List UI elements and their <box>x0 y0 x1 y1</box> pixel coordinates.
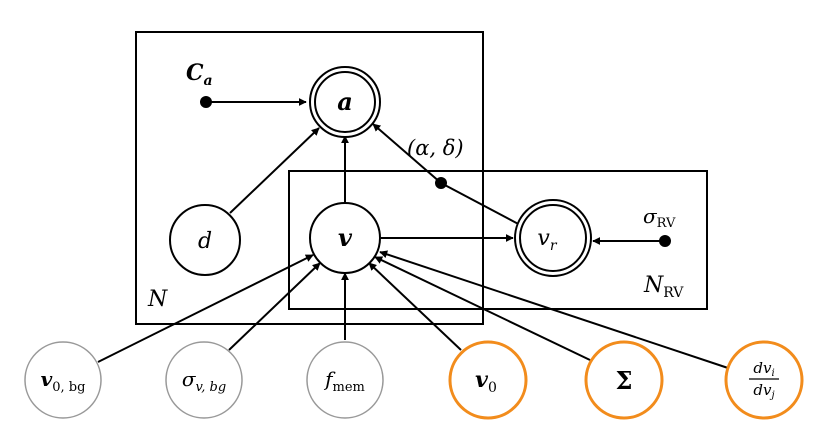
edge-alphadelta-vr <box>440 182 525 228</box>
node-fmem: fmem <box>306 341 384 419</box>
node-a: a <box>309 66 381 138</box>
node-sigvbg: σv, bg <box>165 341 243 419</box>
node-v0bg: v0, bg <box>24 341 102 419</box>
node-vr-label: vr <box>537 226 557 254</box>
plate-outer <box>135 31 484 325</box>
node-sigvbg-label: σv, bg <box>182 367 226 395</box>
node-v0-label: v0 <box>475 367 497 396</box>
node-v: v <box>309 202 381 274</box>
edge-d-a <box>229 127 320 214</box>
node-Sigma-label: Σ <box>616 366 633 395</box>
node-v0bg-label: v0, bg <box>41 367 86 395</box>
node-Sigma: Σ <box>584 340 664 420</box>
fixed-param-sigRV-label: σRV <box>643 204 676 231</box>
edge-sigvbg-v <box>228 262 321 351</box>
node-d-label: d <box>198 229 212 254</box>
node-v0: v0 <box>448 340 528 420</box>
node-v-label: v <box>338 223 353 252</box>
node-dvdv-denominator: dvj <box>753 381 774 401</box>
node-a-label: a <box>337 87 353 116</box>
edge-v0bg-v <box>97 254 314 363</box>
plate-inner-label: NRV <box>643 273 684 301</box>
edge-v0-v <box>368 262 462 351</box>
fixed-param-alphadelta-dot <box>435 177 447 189</box>
plate-inner <box>288 170 708 310</box>
edge-dvdv-v <box>379 250 729 369</box>
edge-Sigma-v <box>374 256 591 361</box>
fixed-param-Ca-dot <box>200 96 212 108</box>
fixed-param-Ca-label: Ca <box>186 60 213 89</box>
fixed-param-sigRV-dot <box>659 235 671 247</box>
node-dvdv-numerator: dvi <box>753 359 774 379</box>
node-d: d <box>169 204 241 276</box>
fixed-param-alphadelta-label: (α, δ) <box>407 136 464 160</box>
edge-alphadelta-a <box>372 123 442 184</box>
node-dvdv: dvi dvj <box>724 340 804 420</box>
plate-outer-label: N <box>147 287 168 312</box>
node-vr: vr <box>514 199 592 277</box>
